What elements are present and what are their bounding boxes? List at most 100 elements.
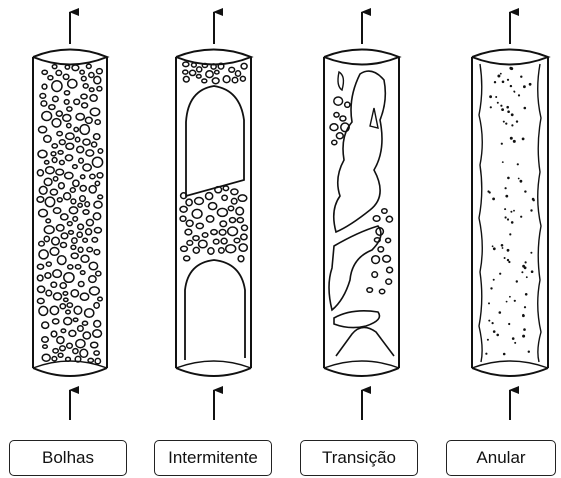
droplet	[522, 138, 525, 141]
bubble	[49, 105, 55, 110]
churn-gas-region-mid	[329, 226, 381, 310]
bubble	[223, 186, 228, 191]
bubble	[52, 65, 57, 69]
bubble	[379, 289, 384, 293]
droplet	[505, 123, 507, 125]
bubble	[64, 193, 71, 200]
pipe-bottom-rim	[176, 361, 251, 368]
droplet	[506, 106, 509, 109]
bubble	[64, 273, 74, 283]
bubble	[190, 70, 196, 75]
bubble	[232, 77, 238, 82]
droplet	[507, 79, 509, 81]
bubble	[94, 303, 99, 309]
bubble	[95, 358, 100, 363]
bubble	[56, 70, 62, 75]
droplet	[503, 121, 505, 123]
droplet	[507, 218, 509, 220]
bubble	[211, 230, 217, 235]
bubble	[73, 349, 78, 354]
bubble	[60, 283, 66, 289]
droplet	[507, 110, 510, 113]
bubble	[98, 149, 103, 153]
droplet	[513, 91, 515, 93]
droplet	[525, 293, 528, 296]
bubble	[193, 236, 199, 241]
bubble	[93, 330, 102, 337]
bubble	[236, 207, 244, 215]
bubble	[85, 202, 90, 207]
bubble	[94, 250, 100, 255]
label-intermitente: Intermitente	[154, 440, 272, 476]
bubble	[37, 264, 43, 269]
bubble	[340, 116, 346, 121]
droplet	[530, 252, 532, 254]
bubble	[215, 70, 219, 74]
bubble	[60, 346, 66, 351]
bubble	[61, 233, 68, 239]
bubble	[98, 195, 103, 199]
bubble	[46, 167, 55, 174]
bubble	[67, 107, 72, 111]
droplet	[508, 323, 510, 325]
bubble	[86, 219, 93, 225]
bubble	[91, 342, 98, 348]
bubble	[64, 298, 68, 301]
droplet	[493, 330, 496, 333]
droplet	[514, 300, 516, 302]
bubble	[95, 120, 100, 125]
bubble	[61, 243, 67, 248]
bubble	[71, 245, 76, 249]
droplet	[523, 328, 526, 331]
bubble	[76, 114, 84, 121]
bubble	[229, 67, 235, 72]
bubble	[98, 297, 103, 301]
bubble	[372, 272, 378, 278]
droplet	[517, 163, 519, 165]
bubble	[90, 287, 100, 295]
droplet	[522, 314, 525, 317]
bubble	[206, 193, 213, 200]
bubble	[231, 189, 238, 195]
bubble	[219, 230, 226, 236]
bubble	[69, 330, 76, 336]
bubble	[186, 199, 192, 206]
bubble	[73, 180, 79, 186]
bubble	[90, 108, 99, 116]
droplet	[488, 320, 490, 322]
bubble	[68, 265, 73, 269]
bubble	[54, 293, 62, 300]
bubble	[192, 209, 202, 218]
bubble	[219, 248, 225, 253]
droplet	[520, 76, 522, 78]
droplet	[511, 124, 513, 126]
bubble	[52, 81, 62, 92]
bubble	[67, 303, 72, 307]
bubble	[67, 343, 73, 348]
bubble	[183, 62, 189, 67]
droplet	[490, 106, 492, 108]
churn-gas-region-base	[336, 327, 394, 356]
taylor-bubble-upper	[186, 86, 244, 196]
droplet	[518, 94, 520, 96]
bubble	[45, 197, 54, 207]
label-anular: Anular	[446, 440, 556, 476]
droplet	[509, 233, 511, 235]
bubble	[184, 256, 190, 261]
bubble	[73, 318, 78, 321]
bubble	[40, 94, 46, 99]
droplet	[510, 137, 513, 140]
bubble	[80, 70, 84, 74]
bubble	[53, 208, 60, 214]
bubble	[37, 197, 44, 203]
bubble	[382, 209, 387, 214]
droplet	[492, 245, 494, 247]
bubble	[67, 124, 71, 128]
bubble	[65, 65, 69, 69]
bubble	[44, 178, 52, 185]
bubble	[202, 233, 208, 237]
bubble	[220, 221, 227, 227]
droplet	[504, 208, 506, 210]
bubble	[37, 275, 43, 281]
bubble	[64, 100, 69, 105]
